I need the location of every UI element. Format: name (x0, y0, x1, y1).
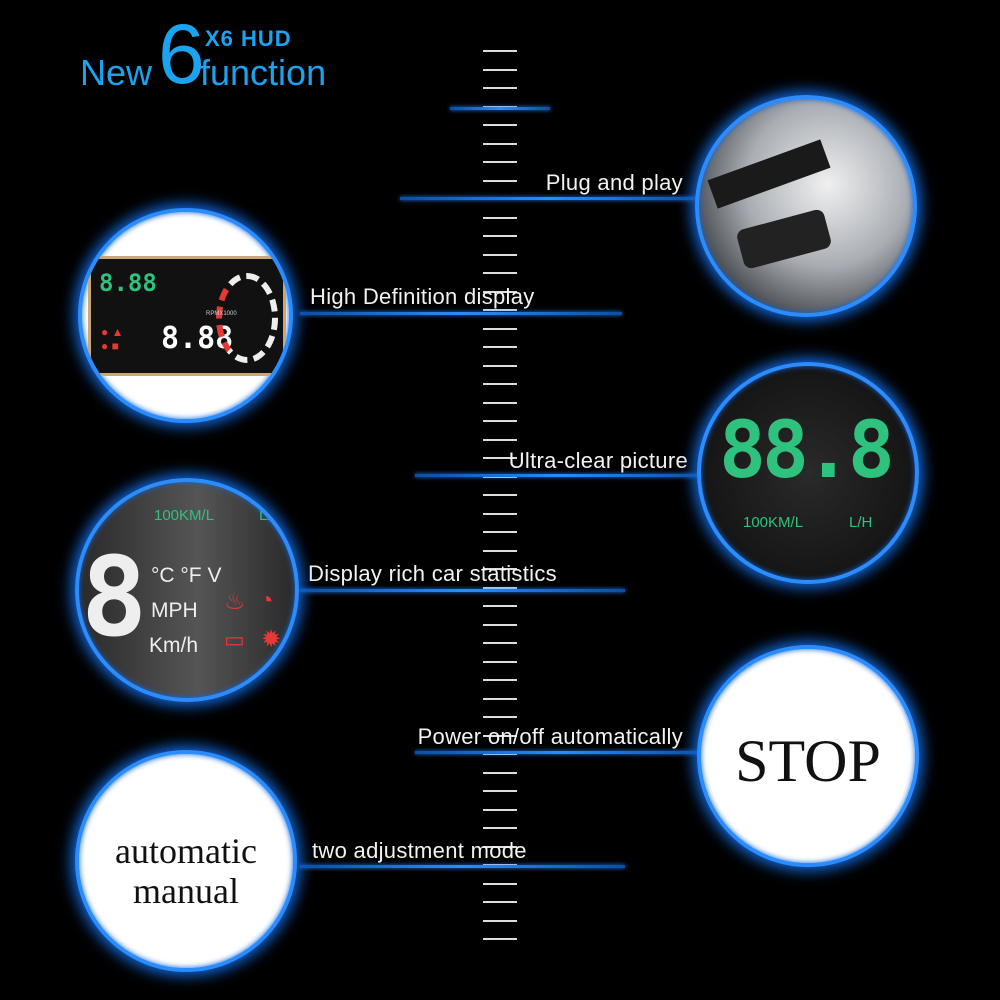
ruler-tick (483, 938, 517, 940)
divider-line (400, 197, 700, 200)
ruler-tick (483, 235, 517, 237)
ruler-tick (483, 827, 517, 829)
ruler-tick (483, 272, 517, 274)
ruler-tick (483, 679, 517, 681)
divider-line (415, 751, 705, 754)
mph-label: MPH (151, 599, 198, 622)
ruler-tick (483, 753, 517, 755)
rpm-label: RPMX1000 (206, 311, 237, 317)
ruler-tick (483, 568, 517, 570)
ruler-tick (483, 531, 517, 533)
hud-device-circle: 8.88 8.88 RPMX1000 ● ▲● ■ (78, 208, 293, 423)
segment-digit: 8 (81, 533, 148, 661)
mode-automatic: automatic (115, 831, 257, 871)
ruler-tick (483, 790, 517, 792)
hud-device: 8.88 8.88 RPMX1000 ● ▲● ■ (88, 256, 286, 376)
feature-power-auto: Power on/off automatically (417, 724, 683, 749)
ruler-tick (483, 605, 517, 607)
ruler-tick (483, 771, 517, 774)
ruler-tick (483, 845, 517, 848)
ruler-tick (483, 68, 517, 71)
ruler-tick (483, 105, 517, 108)
ruler-tick (483, 882, 517, 885)
statistics-circle: 100KM/L L/ 8 °C °F V MPH Km/h ♨ ◔ ▭ ✹ (75, 478, 299, 702)
ruler-tick (483, 327, 517, 330)
ruler-tick (483, 660, 517, 663)
ruler-tick (483, 623, 517, 626)
temp-units: °C °F V (151, 564, 222, 587)
divider-line (300, 312, 622, 315)
speedometer-icon: ◔ (259, 587, 274, 614)
car-headlight-icon (735, 208, 833, 270)
ruler-tick (483, 642, 517, 644)
mode-manual: manual (133, 871, 239, 911)
title-new: New (80, 52, 153, 93)
ruler-tick (483, 87, 517, 89)
rpm-gauge (216, 273, 278, 363)
car-image-circle (695, 95, 917, 317)
ruler-tick (483, 309, 517, 311)
feature-hd-display: High Definition display (310, 284, 535, 309)
divider-line (415, 474, 705, 477)
feature-adjustment-mode: two adjustment mode (312, 838, 527, 863)
ruler-tick (483, 734, 517, 737)
kmh-label: Km/h (149, 634, 199, 657)
engine-gear-icon: ✹ (261, 626, 282, 653)
ruler-tick (483, 401, 517, 404)
ruler-tick (483, 161, 517, 163)
stop-circle: STOP (697, 645, 919, 867)
ruler-tick (483, 420, 517, 422)
ruler-tick (483, 364, 517, 367)
divider-line (300, 865, 625, 868)
ruler-tick (483, 383, 517, 385)
unit-lh: L/H (849, 514, 873, 531)
ruler-tick (483, 716, 517, 718)
fuel-readout: 8.88 (99, 269, 157, 297)
ruler-tick (483, 457, 517, 459)
ruler-tick (483, 919, 517, 922)
feature-plug-and-play: Plug and play (545, 170, 683, 195)
ruler-tick (483, 50, 517, 52)
battery-icon: ▭ (224, 627, 245, 652)
unit-top: 100KM/L (154, 507, 215, 524)
title-model: X6 HUD (205, 26, 292, 51)
ruler-tick (483, 512, 517, 515)
ruler-tick (483, 549, 517, 552)
ruler-tick (483, 124, 517, 126)
stop-text: STOP (735, 728, 881, 794)
title-six: 6 (158, 7, 205, 101)
divider-line (300, 589, 625, 592)
ruler-tick (483, 808, 517, 811)
ruler-tick (483, 253, 517, 256)
coolant-temp-icon: ♨ (224, 588, 246, 615)
ruler-tick (483, 697, 517, 700)
car-windshield (707, 139, 831, 209)
unit-top-2: L/ (259, 507, 272, 524)
ruler-tick (483, 142, 517, 145)
title-function: function (200, 52, 327, 93)
big-digits: 88.8 (719, 406, 895, 496)
warning-icons: ● ▲● ■ (101, 325, 124, 353)
unit-km: 100KM/L (743, 514, 804, 531)
divider-line (450, 107, 550, 110)
ruler-tick (483, 179, 517, 182)
ruler-tick (483, 901, 517, 903)
ruler-tick (483, 216, 517, 219)
ruler-tick (483, 346, 517, 348)
modes-circle: automatic manual (75, 750, 297, 972)
ruler-tick (483, 494, 517, 496)
ruler-tick (483, 586, 517, 589)
ruler-tick (483, 438, 517, 441)
digits-circle: 88.8 100KM/L L/H (697, 362, 919, 584)
feature-car-statistics: Display rich car statistics (308, 561, 557, 586)
ruler-tick (483, 290, 517, 293)
feature-ultra-clear: Ultra-clear picture (508, 448, 688, 473)
